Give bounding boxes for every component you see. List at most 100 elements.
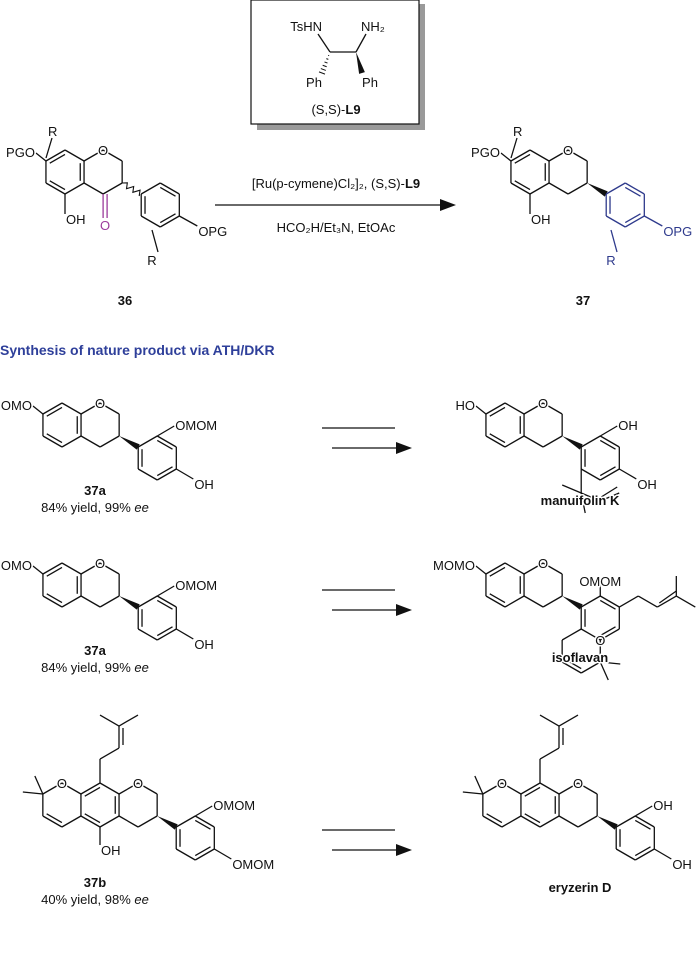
substituent-oh: OH <box>672 857 692 872</box>
ring-oxygen: O <box>538 396 548 411</box>
substituent-oh: OH <box>637 477 657 492</box>
bond <box>558 714 579 727</box>
compound-label: 37a <box>84 643 106 658</box>
substituent-r: R <box>606 253 615 268</box>
bond <box>84 786 101 797</box>
ring-oxygen: O <box>95 556 105 571</box>
bond <box>599 435 620 448</box>
pyran-oxygen: O <box>57 776 67 791</box>
bond <box>561 484 582 494</box>
bond <box>514 153 531 164</box>
bond <box>42 782 63 795</box>
bond <box>599 468 620 481</box>
ring-oxygen: O <box>95 396 105 411</box>
bond <box>520 782 541 795</box>
bond <box>118 815 139 828</box>
substituent-omom: OMOM <box>579 574 621 589</box>
bond <box>514 180 531 191</box>
hash-bond <box>320 68 327 71</box>
bond <box>137 782 158 795</box>
bond <box>42 595 63 608</box>
bond <box>580 468 601 481</box>
bond <box>520 815 541 828</box>
bond <box>156 628 177 641</box>
bond <box>42 562 63 575</box>
bond <box>580 628 601 641</box>
compound-label: 37b <box>84 875 106 890</box>
bond <box>175 815 196 828</box>
bond <box>489 406 506 417</box>
bond <box>656 595 677 608</box>
bond <box>599 595 620 608</box>
bond <box>64 182 85 195</box>
bond <box>558 815 579 828</box>
bond <box>99 595 120 608</box>
bond <box>194 815 215 828</box>
substituent-omom: OMOM <box>213 798 255 813</box>
substituent-oh: OH <box>618 418 638 433</box>
substituent-r: R <box>147 253 156 268</box>
bond <box>83 182 104 195</box>
ring-oxygen: O <box>133 776 143 791</box>
ring-oxygen: O <box>563 143 573 158</box>
substituent-opg: OPG <box>198 224 227 239</box>
conditions-line1: [Ru(p-cymene)Cl₂]₂, (S,S)-L9 <box>252 176 420 191</box>
product-name: manuifolin K <box>541 493 620 508</box>
bond <box>600 486 618 498</box>
bond <box>618 595 639 608</box>
bond <box>539 747 560 760</box>
bond <box>80 562 101 575</box>
ligand-label-bold: L9 <box>345 102 360 117</box>
bond <box>194 846 211 857</box>
bond <box>159 182 180 195</box>
yield-ee: 40% yield, 98% ee <box>41 892 149 907</box>
bond <box>599 466 616 477</box>
bond <box>140 182 161 195</box>
yield-ee: 84% yield, 99% ee <box>41 660 149 675</box>
ligand-box-frame <box>250 0 420 125</box>
bond <box>605 182 626 195</box>
bond <box>45 137 53 159</box>
bond <box>561 661 582 674</box>
arrowhead <box>396 442 412 454</box>
conditions-line2: HCO₂H/Et₃N, EtOAc <box>277 220 396 235</box>
bond <box>137 595 158 608</box>
substituent-oh: OH <box>66 212 86 227</box>
bond <box>175 628 194 640</box>
bond <box>599 492 620 502</box>
bond <box>159 215 180 228</box>
bond <box>658 590 677 604</box>
bond <box>524 786 541 797</box>
hash-bond <box>326 58 329 60</box>
bond <box>489 566 506 577</box>
bond <box>118 782 139 795</box>
ligand-label-prefix: (S,S)- <box>311 102 345 117</box>
bond <box>577 782 598 795</box>
bond <box>80 595 101 608</box>
substituent-oh: OH <box>194 637 214 652</box>
substituent-momo: MOMO <box>433 558 475 573</box>
bond <box>175 468 194 480</box>
substituent-oh: OH <box>653 798 673 813</box>
bond <box>140 215 161 228</box>
substituent-r: R <box>513 124 522 139</box>
bond <box>156 466 173 477</box>
substituent-oh: OH <box>194 477 214 492</box>
bond <box>501 815 522 828</box>
ligand-box <box>250 0 425 130</box>
bond <box>524 813 541 824</box>
bond <box>80 435 101 448</box>
bond <box>475 565 487 575</box>
bond <box>99 815 120 828</box>
bond <box>156 599 173 610</box>
bond <box>577 815 598 828</box>
bond <box>599 439 616 450</box>
bond <box>510 182 531 195</box>
bond <box>61 595 82 608</box>
bond <box>84 813 101 824</box>
bond <box>558 782 579 795</box>
product-name: isoflavan <box>552 650 608 665</box>
bond <box>99 435 120 448</box>
bond <box>501 782 522 795</box>
